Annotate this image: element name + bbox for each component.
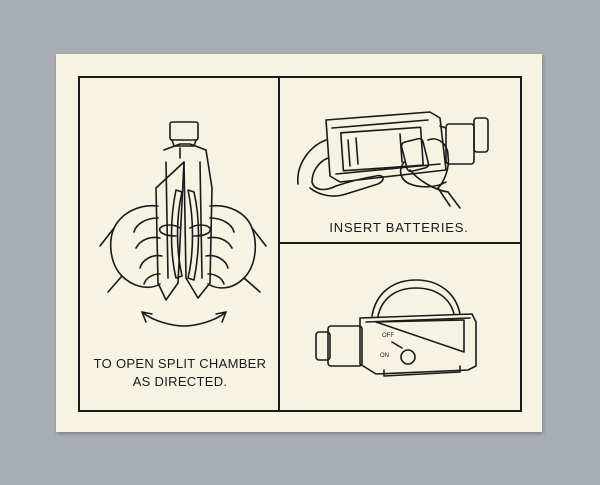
- insert-batteries-illustration: [297, 111, 489, 209]
- insert-batteries-caption: INSERT BATTERIES.: [329, 220, 469, 235]
- switch-label-off: OFF: [382, 333, 394, 339]
- panel-insert-batteries: INSERT BATTERIES.: [280, 78, 520, 244]
- switch-label-on: ON: [380, 353, 389, 359]
- split-chamber-illustration: [99, 121, 267, 327]
- instruction-card: TO OPEN SPLIT CHAMBER AS DIRECTED.: [56, 54, 542, 432]
- instruction-frame: TO OPEN SPLIT CHAMBER AS DIRECTED.: [78, 76, 522, 412]
- left-caption-line-2: AS DIRECTED.: [132, 374, 228, 389]
- panel-open-chamber: TO OPEN SPLIT CHAMBER AS DIRECTED.: [80, 78, 280, 410]
- camera-switch-illustration: [315, 279, 477, 377]
- left-caption-line-1: TO OPEN SPLIT CHAMBER: [93, 356, 267, 371]
- on-off-switch-knob: [400, 349, 416, 365]
- panel-on-off-switch: OFF ON: [280, 244, 520, 410]
